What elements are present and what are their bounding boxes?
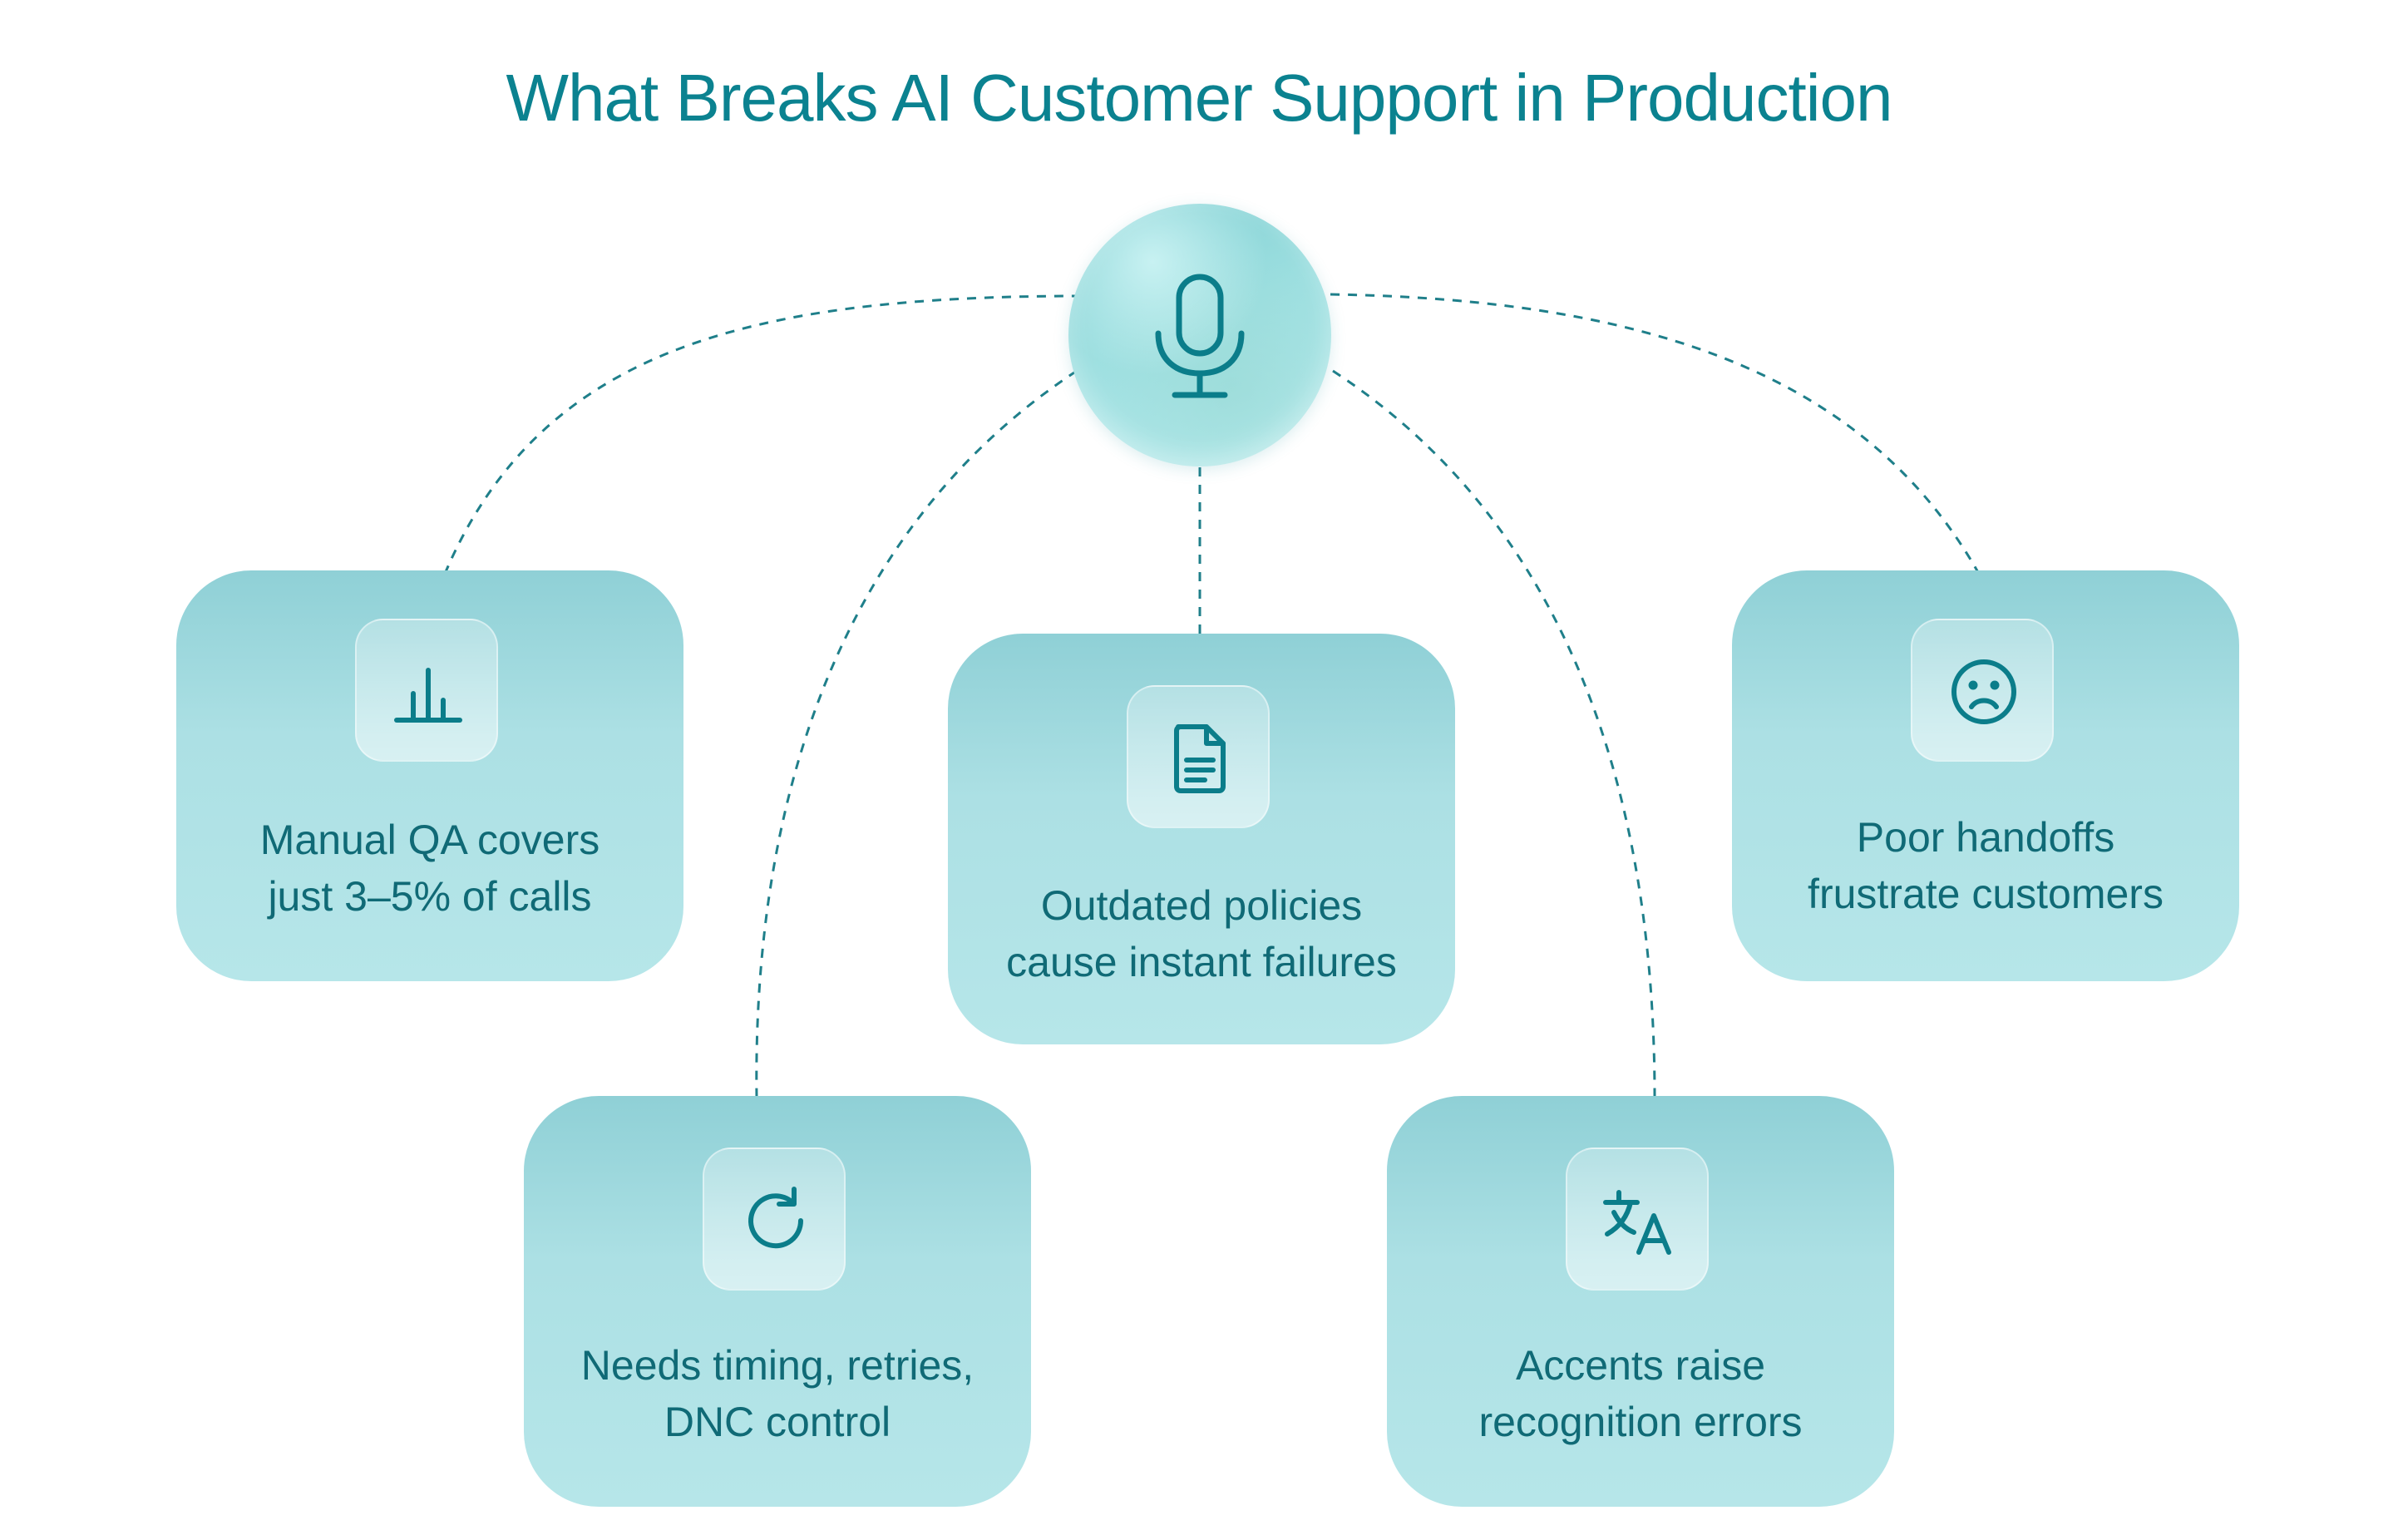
icon-tile — [1127, 685, 1270, 828]
icon-tile — [1566, 1148, 1709, 1291]
sad-face-icon — [1951, 659, 2016, 724]
refresh-icon — [748, 1187, 804, 1249]
card-label: Accents raise recognition errors — [1478, 1342, 1803, 1445]
icon-tile — [355, 619, 498, 762]
card-poor-handoffs: Poor handoffs frustrate customers — [1732, 570, 2239, 981]
connector-accents — [1332, 369, 1656, 1098]
card-label: Needs timing, retries, DNC control — [580, 1342, 974, 1445]
microphone-icon — [1155, 274, 1245, 398]
page-title: What Breaks AI Customer Support in Produ… — [506, 61, 1893, 135]
card-label: Manual QA covers just 3–5% of calls — [259, 817, 600, 920]
card-label: Poor handoffs frustrate customers — [1808, 814, 2164, 917]
translate-icon — [1603, 1190, 1671, 1255]
document-icon — [1174, 724, 1226, 793]
bar-chart-icon — [394, 668, 462, 723]
card-label: Outdated policies cause instant failures — [1006, 882, 1397, 985]
connector-timing-retries — [755, 369, 1078, 1098]
card-outdated-policies: Outdated policies cause instant failures — [948, 634, 1455, 1044]
card-manual-qa: Manual QA covers just 3–5% of calls — [176, 570, 683, 981]
connector-poor-handoffs — [1330, 293, 1981, 575]
card-timing-retries: Needs timing, retries, DNC control — [524, 1096, 1031, 1507]
connector-manual-qa — [443, 294, 1082, 575]
icon-tile — [703, 1148, 846, 1291]
microphone-hub — [1068, 204, 1331, 466]
icon-tile — [1911, 619, 2054, 762]
card-accents: Accents raise recognition errors — [1387, 1096, 1894, 1507]
